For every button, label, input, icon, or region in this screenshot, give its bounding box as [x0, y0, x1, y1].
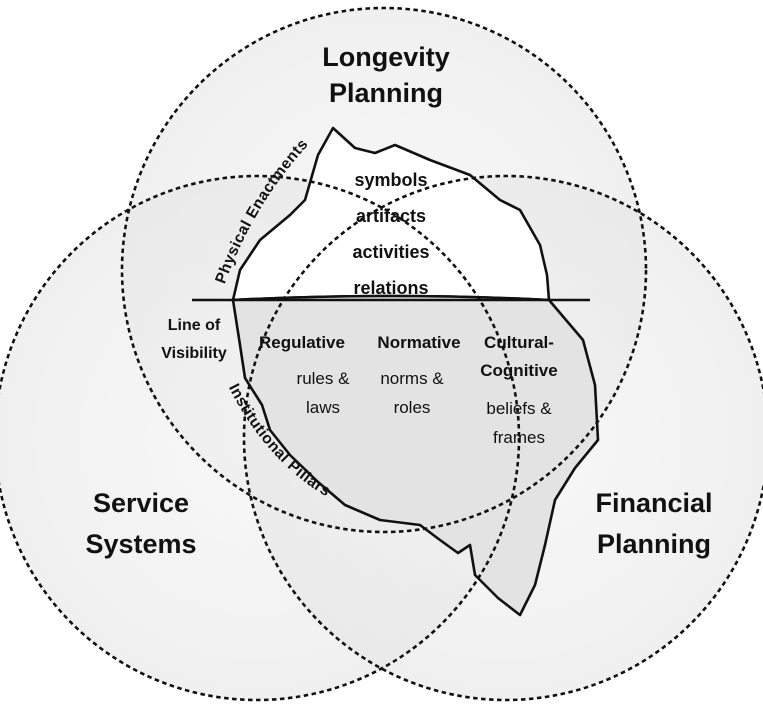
- above-item-relations: relations: [353, 278, 428, 298]
- pillar-normative-title: Normative: [377, 333, 460, 352]
- venn-circle-outlines: [0, 6, 763, 702]
- pillar-normative-line1: norms &: [380, 369, 444, 388]
- pillar-regulative-line1: rules &: [297, 369, 351, 388]
- financial-title-line1: Financial: [595, 488, 712, 518]
- financial-title-line2: Planning: [597, 529, 711, 559]
- pillar-cultural-title-line2: Cognitive: [480, 361, 557, 380]
- service-title-line1: Service: [93, 488, 189, 518]
- service-title-line2: Systems: [85, 529, 196, 559]
- pillar-regulative-line2: laws: [306, 398, 340, 417]
- pillar-cultural-line2: frames: [493, 428, 545, 447]
- pillar-cultural-line1: beliefs &: [486, 399, 552, 418]
- above-item-symbols: symbols: [354, 170, 427, 190]
- pillar-regulative-title: Regulative: [259, 333, 345, 352]
- circle-service-systems: [0, 174, 521, 702]
- above-item-activities: activities: [352, 242, 429, 262]
- above-item-artifacts: artifacts: [356, 206, 426, 226]
- iceberg-underwater: [231, 294, 600, 617]
- longevity-title-line2: Planning: [329, 78, 443, 108]
- circle-longevity-planning: [120, 6, 648, 534]
- line-of-visibility-label-line1: Line of: [168, 317, 221, 334]
- longevity-title-line1: Longevity: [322, 42, 450, 72]
- pillar-normative-line2: roles: [394, 398, 431, 417]
- circle-financial-planning: [242, 174, 763, 702]
- pillar-cultural-title-line1: Cultural-: [484, 333, 554, 352]
- line-of-visibility-label-line2: Visibility: [161, 345, 227, 362]
